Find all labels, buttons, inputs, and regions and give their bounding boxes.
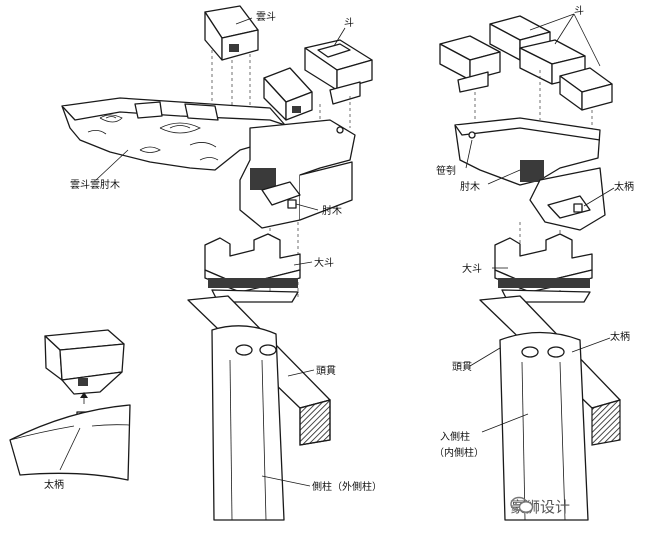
label-zhiduo: 笹刳 — [436, 164, 456, 177]
label-zhoumu-right: 肘木 — [460, 180, 480, 193]
label-zhoumu-left: 肘木 — [322, 204, 342, 217]
cloud-dou-block-top — [204, 5, 259, 61]
bracket-arm-right — [454, 117, 606, 231]
dou-assembly-right — [439, 13, 613, 300]
labels: 雲斗 斗 斗 雲斗雲肘木 肘木 笹刳 肘木 太柄 大斗 大斗 太柄 頭貫 頭貫 … — [44, 5, 634, 493]
dou-block-right-4 — [559, 67, 613, 111]
label-dabing-top-right: 太柄 — [614, 180, 634, 193]
label-dadou-right: 大斗 — [462, 262, 482, 275]
dou-block-right-1 — [439, 35, 501, 93]
label-cezhu: 側柱（外側柱） — [312, 480, 382, 493]
column-assembly-left — [187, 233, 331, 521]
label-toukan-right: 頭貫 — [452, 361, 472, 373]
column-assembly-right — [479, 233, 621, 521]
label-dou-right: 斗 — [574, 5, 584, 17]
bracket-arm-lower — [239, 119, 356, 229]
label-dabing-mid-right: 太柄 — [610, 330, 630, 343]
pillar-left — [211, 325, 285, 521]
label-dabing-bottom-left: 太柄 — [44, 478, 64, 491]
leader-lines — [59, 17, 615, 487]
cloud-dou-block-middle — [263, 67, 313, 121]
dadou-block-right — [494, 233, 593, 303]
label-toukan-left: 頭貫 — [316, 365, 336, 377]
tenon-detail — [9, 329, 131, 481]
label-yundou-yunzhoumu: 雲斗雲肘木 — [70, 178, 120, 191]
pillar-right — [499, 331, 589, 521]
label-dou-left: 斗 — [344, 17, 354, 29]
dadou-block-left — [204, 233, 301, 303]
label-rucezhu-line1: 入側柱 — [440, 430, 470, 443]
wechat-official-account-icon — [510, 496, 534, 513]
cloud-bracket-assembly — [61, 5, 373, 300]
label-dadou-left: 大斗 — [314, 256, 334, 269]
cloud-bracket-arm — [61, 97, 286, 171]
dou-block-top-middle — [304, 39, 373, 105]
label-rucezhu-line2: （内側柱） — [434, 446, 484, 459]
label-yundou: 雲斗 — [256, 11, 276, 23]
watermark: 豪狮设计 — [510, 495, 570, 517]
